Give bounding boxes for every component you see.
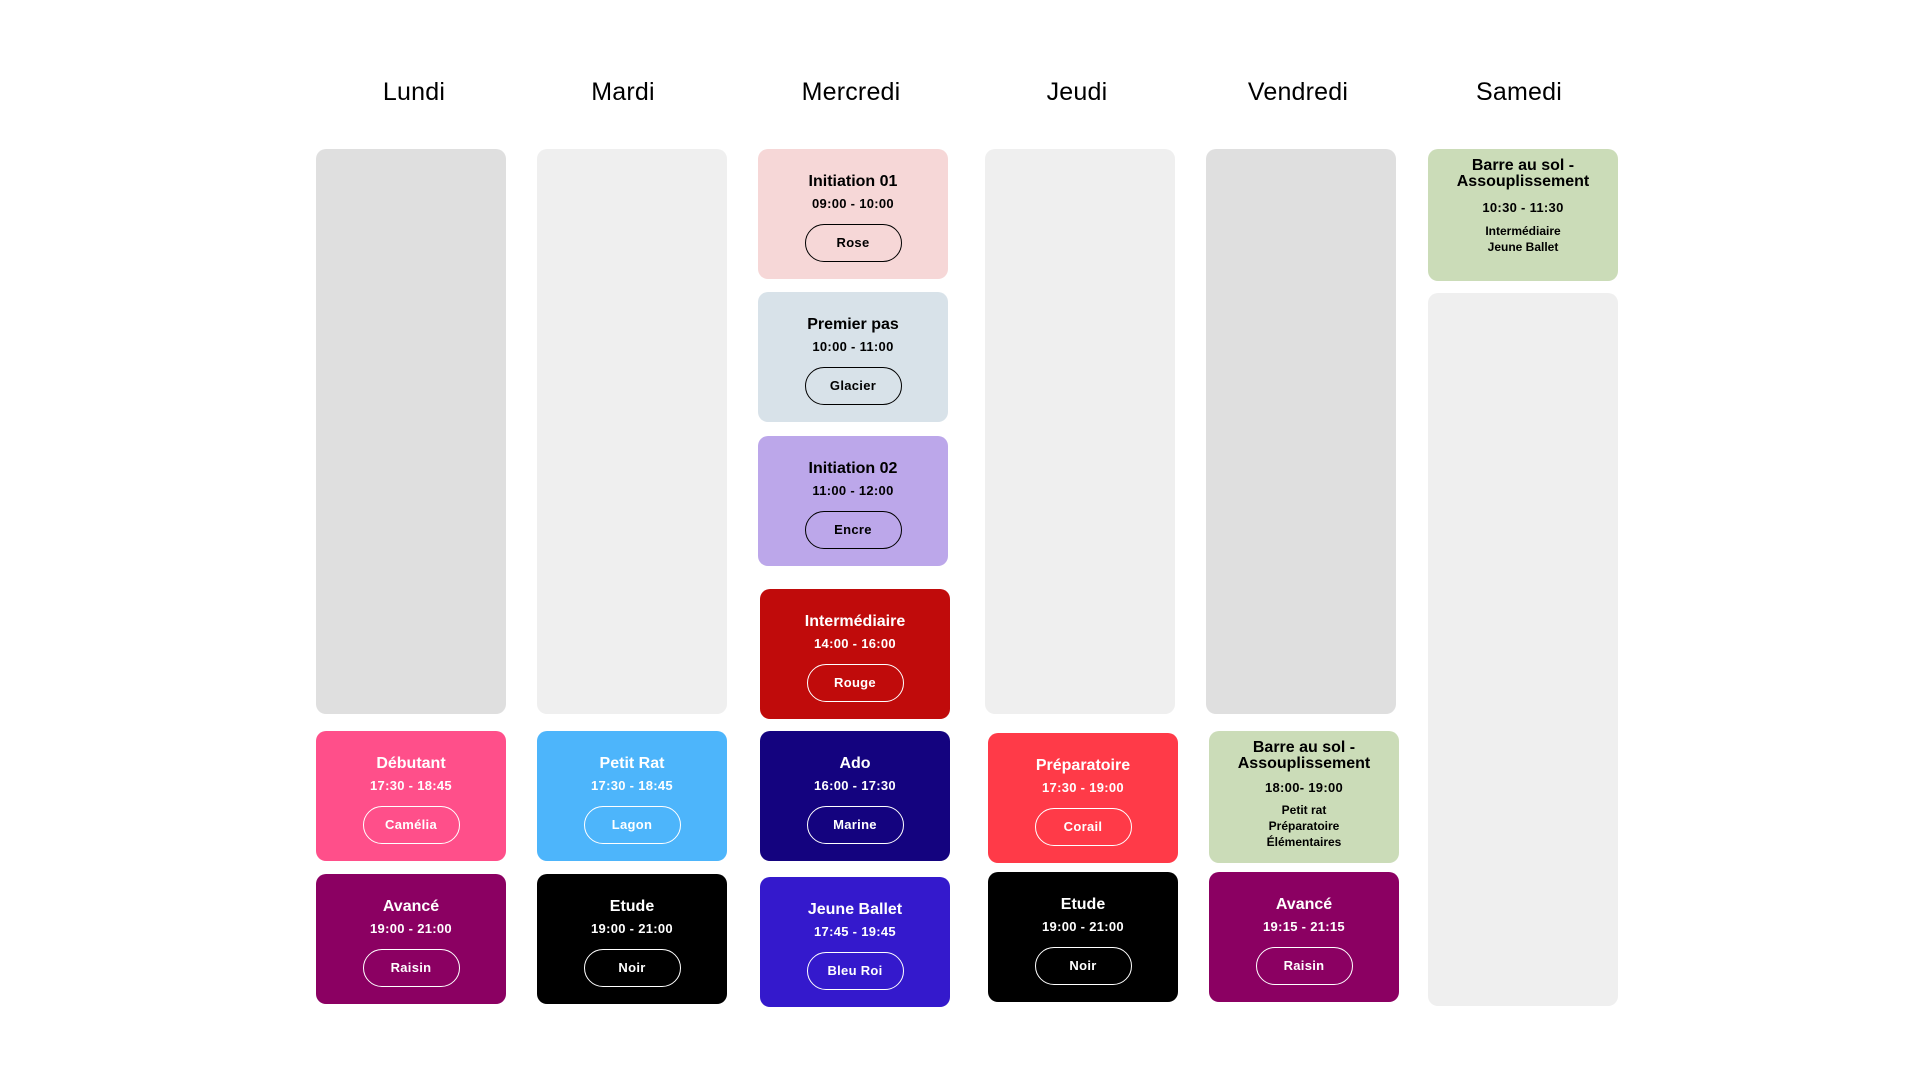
color-tag-button[interactable]: Raisin [362, 949, 460, 987]
class-time: 17:30 - 18:45 [591, 778, 673, 793]
class-card-initiation-02[interactable]: Initiation 02 11:00 - 12:00 Encre [758, 436, 948, 566]
day-header-lundi: Lundi [382, 78, 446, 106]
empty-slot-jeudi [985, 149, 1175, 714]
level-label: Petit rat [1281, 803, 1327, 817]
class-card-ado[interactable]: Ado 16:00 - 17:30 Marine [760, 731, 950, 861]
class-name: Petit Rat [599, 755, 665, 772]
color-tag-button[interactable]: Lagon [583, 806, 681, 844]
day-header-mercredi: Mercredi [801, 78, 901, 106]
class-time: 10:30 - 11:30 [1482, 200, 1564, 215]
color-tag-button[interactable]: Bleu Roi [806, 952, 904, 990]
class-name: Débutant [376, 755, 446, 772]
class-time: 17:30 - 18:45 [370, 778, 452, 793]
class-name: Initiation 01 [808, 173, 898, 190]
class-name: Etude [1060, 896, 1106, 913]
class-card-avance-vendredi[interactable]: Avancé 19:15 - 21:15 Raisin [1209, 872, 1399, 1002]
color-tag-button[interactable]: Noir [1034, 947, 1132, 985]
day-header-mardi: Mardi [591, 78, 655, 106]
class-name: Ado [839, 755, 871, 772]
color-tag-button[interactable]: Rouge [806, 664, 904, 702]
class-time: 19:15 - 21:15 [1263, 919, 1345, 934]
level-label: Préparatoire [1268, 819, 1340, 833]
class-card-etude-jeudi[interactable]: Etude 19:00 - 21:00 Noir [988, 872, 1178, 1002]
class-name: Avancé [382, 898, 440, 915]
class-name-line-2: Assouplissement [1237, 755, 1371, 772]
class-card-petit-rat[interactable]: Petit Rat 17:30 - 18:45 Lagon [537, 731, 727, 861]
day-header-jeudi: Jeudi [1046, 78, 1108, 106]
class-name: Intermédiaire [804, 613, 906, 630]
class-time: 14:00 - 16:00 [814, 636, 896, 651]
day-header-vendredi: Vendredi [1247, 78, 1349, 106]
empty-slot-lundi [316, 149, 506, 714]
class-time: 19:00 - 21:00 [591, 921, 673, 936]
class-name: Avancé [1275, 896, 1333, 913]
class-name: Jeune Ballet [807, 901, 903, 918]
class-card-debutant[interactable]: Débutant 17:30 - 18:45 Camélia [316, 731, 506, 861]
day-header-samedi: Samedi [1476, 78, 1562, 106]
class-card-intermediaire[interactable]: Intermédiaire 14:00 - 16:00 Rouge [760, 589, 950, 719]
class-name: Initiation 02 [808, 460, 898, 477]
level-label: Jeune Ballet [1487, 240, 1559, 254]
class-name-line-1: Barre au sol - [1252, 739, 1356, 756]
empty-slot-vendredi [1206, 149, 1396, 714]
class-card-jeune-ballet[interactable]: Jeune Ballet 17:45 - 19:45 Bleu Roi [760, 877, 950, 1007]
class-name: Etude [609, 898, 655, 915]
color-tag-button[interactable]: Raisin [1255, 947, 1353, 985]
class-card-premier-pas[interactable]: Premier pas 10:00 - 11:00 Glacier [758, 292, 948, 422]
class-time: 18:00- 19:00 [1264, 780, 1344, 795]
class-card-etude[interactable]: Etude 19:00 - 21:00 Noir [537, 874, 727, 1004]
color-tag-button[interactable]: Glacier [804, 367, 902, 405]
color-tag-button[interactable]: Camélia [362, 806, 460, 844]
level-label: Élémentaires [1266, 835, 1342, 849]
class-time: 16:00 - 17:30 [814, 778, 896, 793]
class-time: 19:00 - 21:00 [1042, 919, 1124, 934]
class-time: 17:45 - 19:45 [814, 924, 896, 939]
class-card-initiation-01[interactable]: Initiation 01 09:00 - 10:00 Rose [758, 149, 948, 279]
color-tag-button[interactable]: Noir [583, 949, 681, 987]
class-name-line-2: Assouplissement [1456, 173, 1590, 190]
color-tag-button[interactable]: Encre [804, 511, 902, 549]
class-time: 11:00 - 12:00 [812, 483, 894, 498]
color-tag-button[interactable]: Rose [804, 224, 902, 262]
class-time: 10:00 - 11:00 [812, 339, 894, 354]
level-label: Intermédiaire [1485, 224, 1561, 238]
class-name: Préparatoire [1035, 757, 1131, 774]
color-tag-button[interactable]: Marine [806, 806, 904, 844]
class-time: 17:30 - 19:00 [1042, 780, 1124, 795]
class-card-avance[interactable]: Avancé 19:00 - 21:00 Raisin [316, 874, 506, 1004]
class-time: 09:00 - 10:00 [812, 196, 894, 211]
class-name: Premier pas [807, 316, 899, 333]
class-card-preparatoire[interactable]: Préparatoire 17:30 - 19:00 Corail [988, 733, 1178, 863]
class-card-barre-au-sol-vendredi[interactable]: Barre au sol - Assouplissement 18:00- 19… [1209, 731, 1399, 863]
color-tag-button[interactable]: Corail [1034, 808, 1132, 846]
class-name-line-1: Barre au sol - [1471, 157, 1575, 174]
empty-slot-samedi [1428, 293, 1618, 1006]
class-card-barre-au-sol-samedi[interactable]: Barre au sol - Assouplissement 10:30 - 1… [1428, 149, 1618, 281]
class-time: 19:00 - 21:00 [370, 921, 452, 936]
empty-slot-mardi [537, 149, 727, 714]
